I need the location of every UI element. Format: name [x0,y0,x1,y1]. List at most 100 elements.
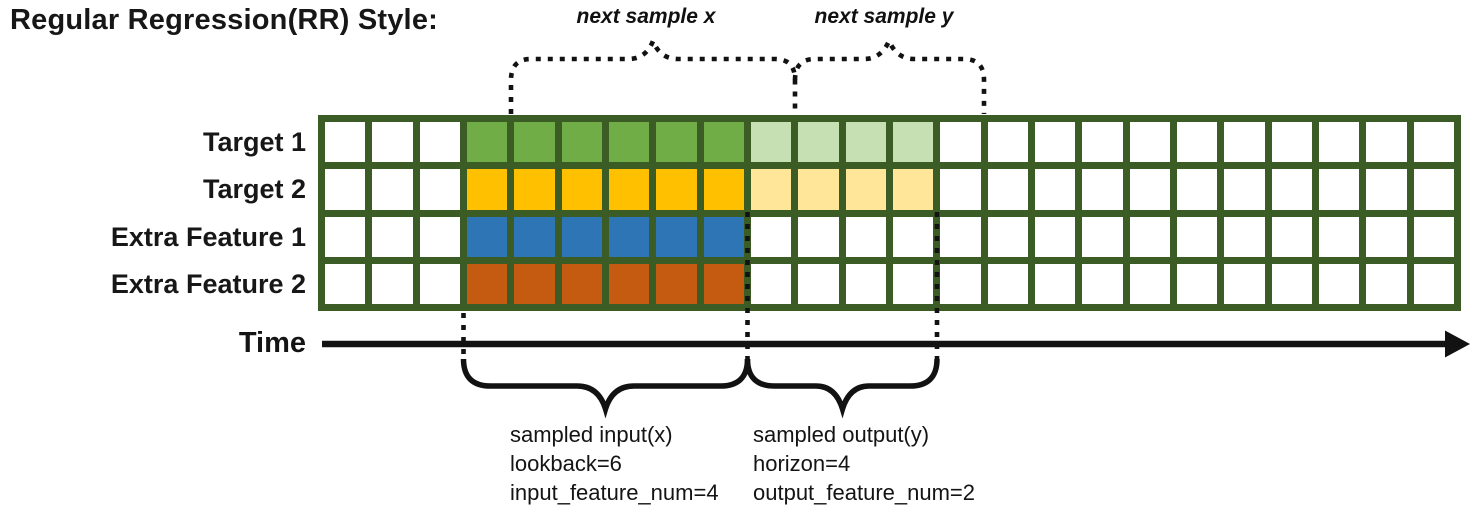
grid-cell [325,216,366,257]
grid-cell [798,169,839,210]
grid-cell [1271,122,1312,163]
grid-cell [750,122,792,163]
grid-cell [419,216,460,257]
grid-cell [750,169,792,210]
grid-cell [466,122,508,163]
grid-cell [1082,216,1123,257]
time-axis-label: Time [238,327,306,359]
grid-cell [892,169,934,210]
grid-cell [987,169,1028,210]
horizon-value: horizon=4 [753,451,851,476]
grid-cell [419,122,460,163]
grid-cell [892,122,934,163]
grid-cell [1413,122,1454,163]
grid-cell [1413,263,1454,304]
grid-cell [892,263,934,304]
grid-cell [940,122,981,163]
time-axis-arrowhead-icon [1445,330,1470,358]
sampled-output-brace-icon [744,358,940,419]
grid-cell [561,263,602,304]
grid-cell [1366,122,1407,163]
grid-cell [1318,216,1360,257]
grid-cell [1318,122,1360,163]
sampled-input-brace-icon [460,358,751,419]
grid-cell [514,169,555,210]
grid-cell [514,263,555,304]
grid-cell [656,216,697,257]
grid-cell [1413,169,1454,210]
grid-cell [1271,169,1312,210]
grid-cell [987,122,1028,163]
grid-cell [1224,263,1265,304]
grid-cell [892,216,934,257]
row-label: Extra Feature 2 [110,269,306,299]
sampled-input-title: sampled input(x) [510,422,673,447]
grid-cell [656,263,697,304]
output-feature-num-value: output_feature_num=2 [753,480,976,505]
grid-cell [1224,216,1265,257]
grid-cell [1034,122,1076,163]
grid-cell [1271,263,1312,304]
grid-cell [1366,169,1407,210]
grid-cell [656,122,697,163]
grid-cell [1366,216,1407,257]
grid-cell [798,122,839,163]
grid-cell [940,216,981,257]
grid-cell [1413,216,1454,257]
grid-cell [703,216,744,257]
grid-cell [325,263,366,304]
grid-cell [845,169,886,210]
grid-cell [845,216,886,257]
grid-cell [1176,263,1218,304]
grid-cell [1082,122,1123,163]
next-sample-x-brace-icon [508,34,798,114]
grid-cell [608,169,650,210]
grid-cell [1129,122,1170,163]
grid-cell [1129,216,1170,257]
grid-cell [940,263,981,304]
grid-cell [1224,169,1265,210]
next-sample-x-label: next sample x [576,5,716,28]
grid-cell [656,169,697,210]
grid-cell [1129,169,1170,210]
grid-cell [419,169,460,210]
grid-cell [703,122,744,163]
grid-cell [419,263,460,304]
grid-cell [1224,122,1265,163]
grid-cell [608,216,650,257]
sample-grid [318,115,1461,311]
grid-cell [372,263,413,304]
grid-cell [608,122,650,163]
grid-cell [1366,263,1407,304]
grid-cell [1034,169,1076,210]
grid-cell [466,169,508,210]
row-label: Target 1 [202,127,306,157]
grid-cell [1318,263,1360,304]
sampled-output-title: sampled output(y) [753,422,930,447]
lookback-value: lookback=6 [510,451,622,476]
grid-cell [798,216,839,257]
grid-cell [1034,263,1076,304]
grid-cell [987,263,1028,304]
grid-cell [1129,263,1170,304]
grid-cell [845,263,886,304]
next-sample-y-label: next sample y [814,5,954,28]
grid-cell [325,169,366,210]
grid-cell [514,216,555,257]
grid-cell [845,122,886,163]
row-label: Target 2 [202,174,306,204]
grid-cell [940,169,981,210]
grid-cell [987,216,1028,257]
grid-cell [1082,169,1123,210]
grid-cell [561,169,602,210]
sampled-output-note: sampled output(y) horizon=4 output_featu… [753,420,975,507]
grid-cell [514,122,555,163]
grid-cell [1176,122,1218,163]
grid-cell [325,122,366,163]
grid-cell [1176,216,1218,257]
grid-cell [466,216,508,257]
row-label: Extra Feature 1 [110,222,306,252]
grid-cell [703,263,744,304]
grid-cell [798,263,839,304]
grid-cell [372,216,413,257]
